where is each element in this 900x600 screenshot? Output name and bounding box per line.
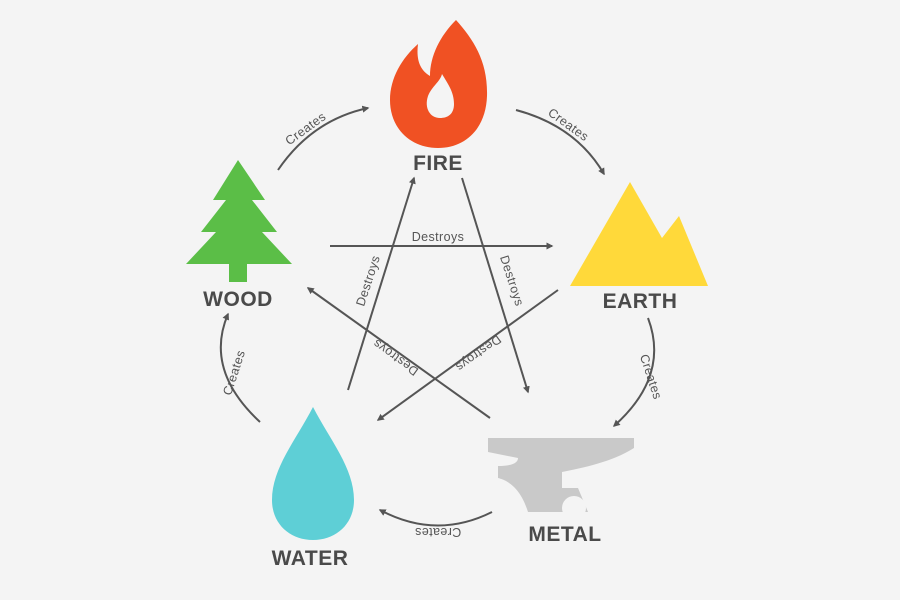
destroys-label-metal-wood: Destroys [370,336,421,378]
destroys-label-fire-metal: Destroys [497,254,527,308]
creates-arrow-water-wood [219,312,261,423]
destroys-cycle: Destroys Destroys Destroys Destroys Dest… [306,176,559,421]
creates-arrow-metal-water [378,509,493,527]
creates-label-metal-water: Creates [415,525,462,539]
destroys-arrow-metal-wood [306,287,491,419]
anvil-icon [488,438,634,520]
destroys-arrow-water-fire [347,176,416,391]
earth-label: EARTH [603,290,678,313]
metal-label: METAL [528,523,601,546]
water-label: WATER [272,547,349,570]
destroys-label-earth-water: Destroys [453,332,504,374]
destroys-label-wood-earth: Destroys [412,230,465,244]
creates-arrow-fire-earth [515,109,605,176]
destroys-arrow-fire-metal [461,177,530,394]
mountain-icon [570,182,708,286]
creates-arrow-earth-metal [612,317,656,427]
creates-arrow-wood-fire [277,105,370,171]
water-drop-icon [272,407,354,540]
flame-icon [390,20,488,148]
fire-label: FIRE [413,152,463,175]
destroys-arrow-earth-water [376,289,559,421]
destroys-label-water-fire: Destroys [353,254,383,308]
pine-tree-icon [186,160,292,282]
creates-label-wood-fire: Creates [283,109,329,148]
wood-label: WOOD [203,288,273,311]
